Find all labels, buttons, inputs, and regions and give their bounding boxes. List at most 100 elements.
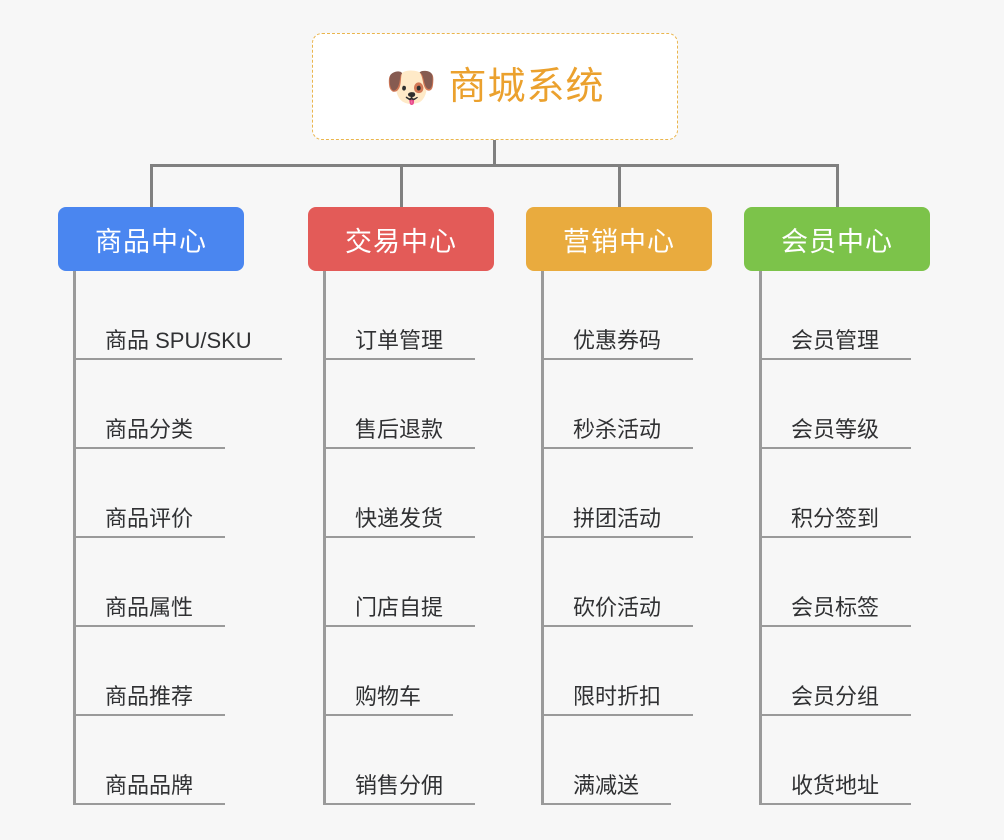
leaf-underline: [326, 625, 475, 627]
branch-spine: [541, 271, 544, 805]
leaf-underline: [76, 536, 225, 538]
leaf-label: 收货地址: [791, 773, 880, 798]
leaf-underline: [326, 803, 475, 805]
list-item[interactable]: 优惠券码: [541, 271, 726, 360]
branch-marketing-center: 营销中心 优惠券码 秒杀活动 拼团活动 砍价活动: [526, 207, 726, 805]
leaf-label: 会员分组: [791, 684, 880, 709]
connector-drop-trade-center: [400, 164, 403, 208]
branch-spine: [759, 271, 762, 805]
list-item[interactable]: 会员标签: [759, 538, 944, 627]
shiba-dog-face-icon: 🐶: [385, 64, 437, 110]
leaf-underline: [326, 447, 475, 449]
leaf-label: 售后退款: [355, 417, 444, 442]
category-header-label: 营销中心: [563, 226, 675, 257]
list-item[interactable]: 订单管理: [323, 271, 508, 360]
leaf-underline: [762, 714, 911, 716]
list-item[interactable]: 秒杀活动: [541, 360, 726, 449]
leaf-underline: [326, 536, 475, 538]
list-item[interactable]: 限时折扣: [541, 627, 726, 716]
connector-drop-product-center: [150, 164, 153, 208]
leaf-label: 商品推荐: [105, 684, 194, 709]
list-item[interactable]: 会员分组: [759, 627, 944, 716]
leaf-label: 拼团活动: [573, 506, 662, 531]
category-header-label: 交易中心: [345, 226, 457, 257]
category-header-member-center[interactable]: 会员中心: [744, 207, 930, 271]
leaf-label: 砍价活动: [573, 595, 662, 620]
leaf-group-trade-center: 订单管理 售后退款 快递发货 门店自提 购物车: [308, 271, 508, 805]
leaf-underline: [544, 714, 693, 716]
leaf-underline: [544, 536, 693, 538]
leaf-group-marketing-center: 优惠券码 秒杀活动 拼团活动 砍价活动 限时折扣: [526, 271, 726, 805]
leaf-label: 会员等级: [791, 417, 880, 442]
list-item[interactable]: 售后退款: [323, 360, 508, 449]
leaf-label: 订单管理: [355, 328, 444, 353]
list-item[interactable]: 商品分类: [73, 360, 278, 449]
list-item[interactable]: 商品评价: [73, 449, 278, 538]
branch-product-center: 商品中心 商品 SPU/SKU 商品分类 商品评价 商品属性: [58, 207, 282, 805]
category-header-marketing-center[interactable]: 营销中心: [526, 207, 712, 271]
list-item[interactable]: 快递发货: [323, 449, 508, 538]
leaf-label: 销售分佣: [355, 773, 444, 798]
leaf-underline: [762, 625, 911, 627]
branch-spine: [73, 271, 76, 805]
list-item[interactable]: 商品推荐: [73, 627, 278, 716]
leaf-underline: [762, 536, 911, 538]
connector-drop-marketing-center: [618, 164, 621, 208]
list-item[interactable]: 销售分佣: [323, 716, 508, 805]
list-item[interactable]: 商品品牌: [73, 716, 278, 805]
leaf-underline: [76, 358, 282, 360]
leaf-list: 商品 SPU/SKU 商品分类 商品评价 商品属性 商品推荐: [73, 271, 282, 805]
list-item[interactable]: 会员等级: [759, 360, 944, 449]
leaf-list: 优惠券码 秒杀活动 拼团活动 砍价活动 限时折扣: [541, 271, 726, 805]
list-item[interactable]: 拼团活动: [541, 449, 726, 538]
leaf-underline: [762, 447, 911, 449]
list-item[interactable]: 购物车: [323, 627, 508, 716]
leaf-label: 快递发货: [355, 506, 444, 531]
leaf-label: 门店自提: [355, 595, 444, 620]
leaf-underline: [76, 803, 225, 805]
leaf-underline: [762, 358, 911, 360]
leaf-label: 商品 SPU/SKU: [105, 328, 252, 353]
list-item[interactable]: 商品属性: [73, 538, 278, 627]
leaf-label: 商品属性: [105, 595, 194, 620]
leaf-label: 会员管理: [791, 328, 880, 353]
leaf-label: 积分签到: [791, 506, 880, 531]
leaf-underline: [544, 625, 693, 627]
list-item[interactable]: 满减送: [541, 716, 726, 805]
connector-horizontal-bus: [150, 164, 838, 167]
leaf-label: 商品评价: [105, 506, 194, 531]
leaf-group-member-center: 会员管理 会员等级 积分签到 会员标签 会员分组: [744, 271, 944, 805]
leaf-label: 秒杀活动: [573, 417, 662, 442]
leaf-label: 商品品牌: [105, 773, 194, 798]
leaf-label: 优惠券码: [573, 328, 662, 353]
list-item[interactable]: 门店自提: [323, 538, 508, 627]
category-header-product-center[interactable]: 商品中心: [58, 207, 244, 271]
branch-spine: [323, 271, 326, 805]
leaf-underline: [762, 803, 911, 805]
leaf-underline: [544, 358, 693, 360]
leaf-underline: [326, 358, 475, 360]
leaf-underline: [76, 714, 225, 716]
branch-trade-center: 交易中心 订单管理 售后退款 快递发货 门店自提: [308, 207, 508, 805]
leaf-list: 订单管理 售后退款 快递发货 门店自提 购物车: [323, 271, 508, 805]
leaf-label: 会员标签: [791, 595, 880, 620]
list-item[interactable]: 商品 SPU/SKU: [73, 271, 282, 360]
leaf-label: 限时折扣: [573, 684, 662, 709]
leaf-label: 满减送: [573, 773, 640, 798]
root-node-mall-system[interactable]: 🐶 商城系统: [312, 33, 678, 140]
branch-member-center: 会员中心 会员管理 会员等级 积分签到 会员标签: [744, 207, 944, 805]
leaf-list: 会员管理 会员等级 积分签到 会员标签 会员分组: [759, 271, 944, 805]
list-item[interactable]: 积分签到: [759, 449, 944, 538]
leaf-underline: [544, 803, 671, 805]
leaf-group-product-center: 商品 SPU/SKU 商品分类 商品评价 商品属性 商品推荐: [58, 271, 282, 805]
list-item[interactable]: 砍价活动: [541, 538, 726, 627]
root-node-title: 商城系统: [448, 65, 605, 108]
connector-root-stem: [493, 140, 496, 166]
category-header-label: 商品中心: [95, 226, 207, 257]
leaf-underline: [544, 447, 693, 449]
list-item[interactable]: 收货地址: [759, 716, 944, 805]
leaf-underline: [76, 625, 225, 627]
list-item[interactable]: 会员管理: [759, 271, 944, 360]
leaf-underline: [326, 714, 453, 716]
category-header-trade-center[interactable]: 交易中心: [308, 207, 494, 271]
